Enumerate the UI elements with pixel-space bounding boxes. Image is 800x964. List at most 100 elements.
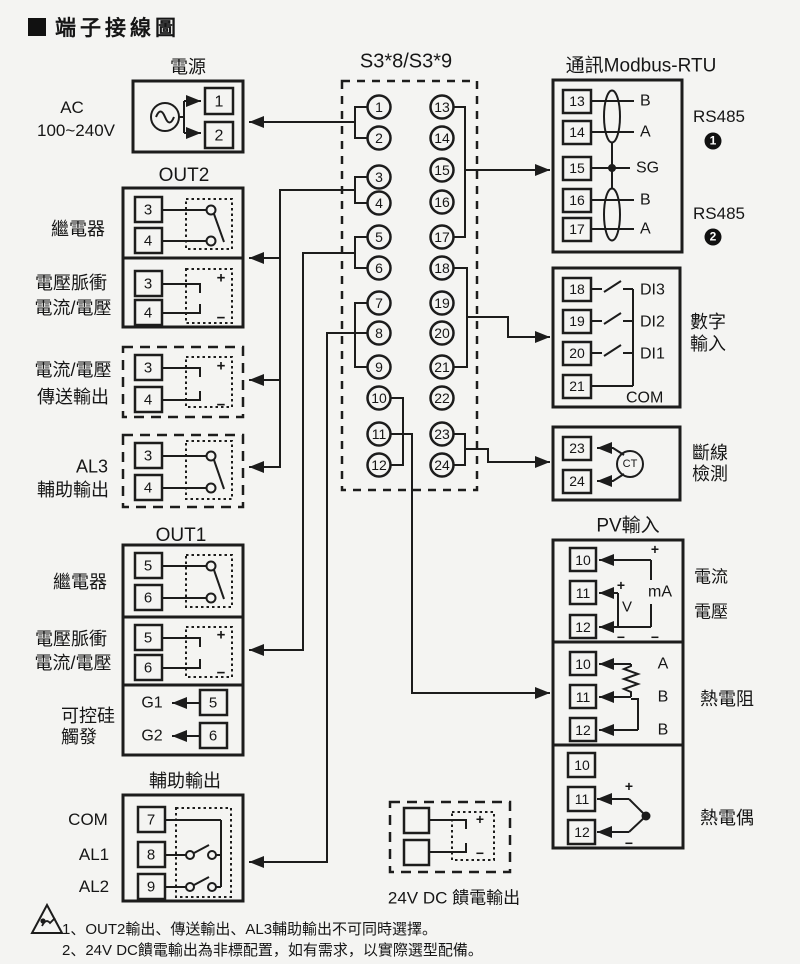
- out2-relay-label: 繼電器: [51, 219, 105, 239]
- svg-text:−: −: [217, 310, 226, 327]
- terminal-number: 5: [144, 558, 152, 575]
- relay-contact-icon: [162, 440, 233, 500]
- pin-label: A: [640, 124, 651, 141]
- terminal-number: 23: [569, 440, 585, 456]
- terminal-number: 5: [144, 630, 152, 647]
- terminal-number: 14: [569, 124, 585, 140]
- svg-text:22: 22: [434, 390, 450, 406]
- svg-text:+: +: [625, 778, 633, 794]
- svg-text:−: −: [217, 397, 226, 414]
- power-label: 電源: [170, 57, 206, 77]
- svg-text:3: 3: [375, 169, 383, 185]
- terminal-number: 13: [569, 93, 585, 109]
- pv-rtd-label: 熱電阻: [700, 689, 754, 709]
- page-title-text: 端子接線圖: [55, 17, 180, 40]
- pin-label: A: [658, 656, 669, 673]
- svg-text:−: −: [651, 629, 659, 645]
- pv-current-label: 電流: [694, 567, 728, 587]
- aux-output-box: 7 8 9: [121, 793, 245, 903]
- svg-text:8: 8: [375, 325, 383, 341]
- terminal-number: 11: [576, 689, 591, 705]
- out2-pulse-label1: 電壓脈衝: [35, 273, 107, 293]
- terminal-number: 1: [215, 94, 224, 111]
- out1-scr-label2: 觸發: [61, 727, 97, 747]
- break-label1: 斷線: [692, 443, 728, 463]
- svg-text:9: 9: [375, 359, 383, 375]
- terminal-number: 4: [144, 480, 152, 497]
- ac-label-line1: AC: [60, 98, 84, 117]
- svg-text:20: 20: [434, 325, 450, 341]
- terminal-number: 10: [574, 757, 590, 773]
- svg-text:13: 13: [434, 99, 450, 115]
- pv-label: PV輸入: [596, 515, 660, 537]
- pin-label: B: [640, 93, 651, 110]
- terminal-number: 2: [215, 128, 224, 145]
- terminal-number: 21: [569, 378, 585, 394]
- title-bullet-icon: [28, 18, 46, 36]
- svg-text:CT: CT: [623, 458, 638, 470]
- warning-icon: [30, 902, 64, 934]
- resistor-icon: [621, 664, 641, 697]
- svg-text:16: 16: [434, 194, 450, 210]
- terminal-number: 9: [147, 879, 155, 896]
- terminal-number: 6: [144, 590, 152, 607]
- svg-text:24: 24: [434, 457, 450, 473]
- svg-text:−: −: [476, 845, 484, 861]
- terminal-number: 12: [575, 619, 591, 635]
- switch-icon: [591, 280, 634, 387]
- aux-com-label: COM: [68, 810, 108, 829]
- terminal-number: 8: [147, 847, 155, 864]
- svg-text:5: 5: [375, 229, 383, 245]
- unit-label: V: [622, 599, 632, 616]
- svg-text:+: +: [217, 358, 226, 375]
- svg-text:18: 18: [434, 260, 450, 276]
- terminal-number: 20: [569, 345, 585, 361]
- terminal-number: 7: [147, 812, 155, 829]
- terminal-number: 19: [569, 313, 585, 329]
- out2-label: OUT2: [158, 165, 210, 186]
- ac-source-icon: [150, 102, 180, 132]
- pin-label: SG: [636, 160, 659, 177]
- wiring-right: [453, 106, 550, 468]
- terminal-number: 11: [576, 585, 591, 601]
- aux-label: 輔助輸出: [149, 771, 221, 791]
- terminal-number: 12: [575, 722, 591, 738]
- svg-text:10: 10: [371, 390, 387, 406]
- svg-text:4: 4: [375, 195, 383, 211]
- svg-text:19: 19: [434, 295, 450, 311]
- al3-label2: 輔助輸出: [37, 480, 109, 500]
- al3-output-box: 3 4: [121, 433, 245, 509]
- pin-label: B: [658, 722, 669, 739]
- out2-pulse-label2: 電流/電壓: [34, 298, 112, 318]
- break-label2: 檢測: [692, 464, 728, 484]
- terminal-number: 15: [569, 160, 585, 176]
- pin-label: COM: [626, 390, 663, 407]
- svg-text:11: 11: [372, 426, 387, 442]
- terminal-number: 18: [569, 281, 585, 297]
- gate-label: G1: [141, 695, 162, 712]
- terminal-number: 3: [144, 360, 152, 377]
- svg-text:7: 7: [375, 295, 383, 311]
- terminal-number: 6: [144, 660, 152, 677]
- out2-box: 3 4 3 4 + −: [121, 186, 245, 329]
- svg-text:1: 1: [375, 99, 383, 115]
- svg-text:+: +: [476, 811, 484, 827]
- transfer-label2: 傳送輸出: [37, 387, 109, 407]
- note-1: 1、OUT2輸出、傳送輸出、AL3輔助輸出不可同時選擇。: [62, 921, 438, 938]
- pin-label: DI2: [640, 314, 665, 331]
- load-polarity-icon: + −: [162, 356, 233, 414]
- terminal-number: 4: [144, 305, 152, 322]
- pin-label: DI3: [640, 282, 665, 299]
- terminal-number: 4: [144, 233, 152, 250]
- terminal-number: 17: [569, 221, 585, 237]
- scr-trigger-rows: 5 6 G1 G2: [141, 688, 229, 750]
- svg-text:12: 12: [371, 457, 387, 473]
- out1-box: 5 6 5 6 + − 5 6: [121, 543, 245, 757]
- svg-text:+: +: [217, 627, 226, 644]
- aux-al1-label: AL1: [78, 845, 110, 864]
- terminal-number: 3: [144, 276, 152, 293]
- ct-icon: CT: [616, 450, 644, 478]
- svg-text:−: −: [625, 835, 633, 851]
